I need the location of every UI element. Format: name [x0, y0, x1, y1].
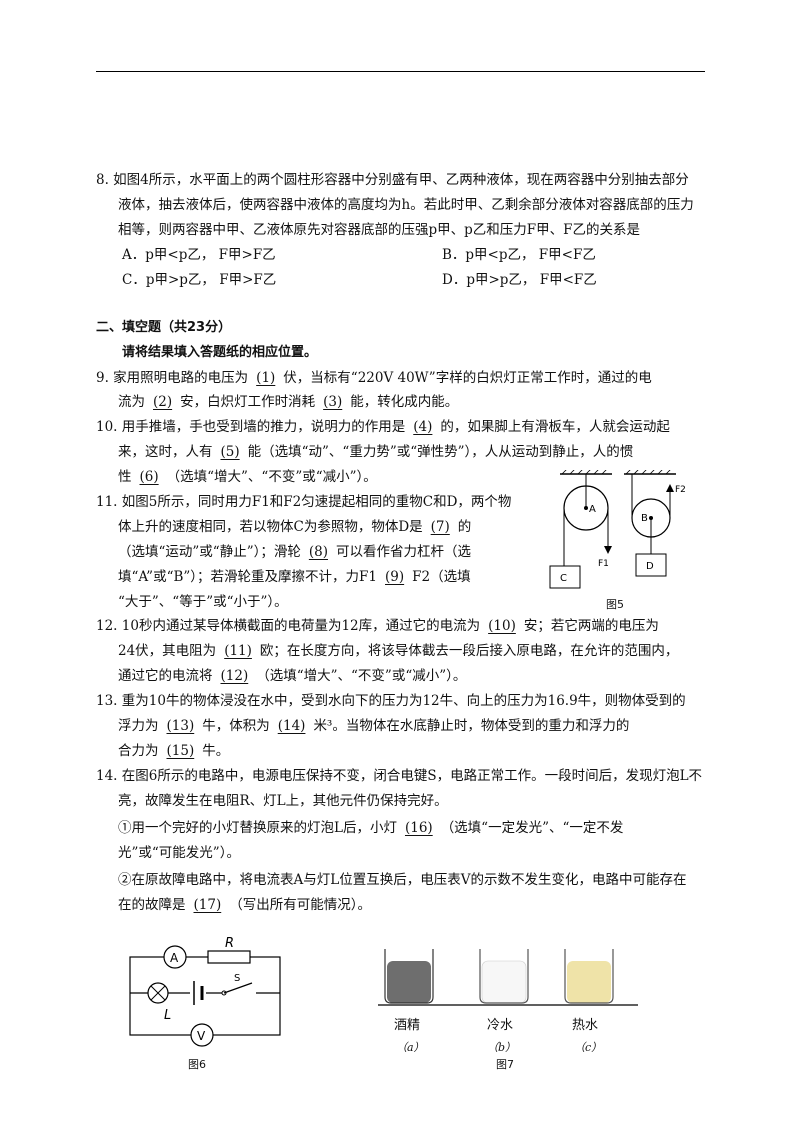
q8-option-b[interactable]: B．p甲<p乙， F甲<F乙 — [442, 247, 596, 263]
beaker-label-cold: 冷水 — [487, 1018, 514, 1033]
blank-13[interactable]: (13) — [166, 718, 195, 734]
q10-line3: 性(6)（选填“增大”、“不变”或“减小”）。 — [118, 469, 377, 485]
ammeter-icon — [163, 945, 187, 969]
beaker-hot-water — [564, 949, 614, 1004]
blank-9[interactable]: (9) — [385, 569, 405, 585]
q8-line2: 液体，抽去液体后，使两容器中液体的高度均为h。若此时甲、乙剩余部分液体对容器底部… — [118, 197, 694, 213]
beaker-label-hot: 热水 — [572, 1018, 599, 1033]
lamp-cross-2 — [150, 985, 166, 1001]
blank-8[interactable]: (8) — [308, 544, 328, 560]
q11-line2: 体上升的速度相同，若以物体C为参照物，物体D是(7)的 — [118, 519, 472, 535]
q13-line2: 浮力为(13)牛，体积为(14)米³。当物体在水底静止时，物体受到的重力和浮力的 — [118, 718, 630, 734]
liquid-alcohol — [387, 961, 431, 1003]
voltmeter-label: V — [197, 1029, 206, 1043]
pulley-a-axle — [584, 506, 588, 510]
label-d: D — [646, 561, 654, 572]
switch-gap — [222, 983, 256, 997]
label-f2: F2 — [675, 485, 686, 495]
lamp-label: L — [164, 1008, 171, 1023]
blank-7[interactable]: (7) — [430, 519, 450, 535]
beaker-sub-b: （b） — [487, 1041, 517, 1054]
section-title: 二、填空题（共23分） — [96, 320, 232, 335]
q12-line1: 12. 10秒内通过某导体横截面的电荷量为12库，通过它的电流为(10)安；若它… — [96, 618, 659, 634]
q8-line1: 8. 如图4所示，水平面上的两个圆柱形容器中分别盛有甲、乙两种液体，现在两容器中… — [96, 172, 689, 188]
q14-line1: 14. 在图6所示的电路中，电源电压保持不变，闭合电键S，电路正常工作。一段时间… — [96, 768, 703, 784]
q9-line1: 9. 家用照明电路的电压为(1)伏，当标有“220V 40W”字样的白炽灯正常工… — [96, 370, 652, 386]
beaker-alcohol — [384, 949, 434, 1004]
q13-line1: 13. 重为10牛的物体浸没在水中，受到水向下的压力为12牛、向上的压力为16.… — [96, 693, 686, 709]
label-f1: F1 — [598, 559, 609, 569]
voltmeter-icon — [190, 1023, 214, 1047]
figure-5-caption: 图5 — [606, 598, 624, 611]
blank-6[interactable]: (6) — [139, 469, 159, 485]
q14-line3: ①用一个完好的小灯替换原来的灯泡L后，小灯(16)（选填“一定发光”、“一定不发 — [118, 820, 624, 836]
q8-option-a[interactable]: A．p甲<p乙， F甲>F乙 — [122, 247, 276, 263]
block-d — [635, 553, 667, 577]
figure-7-caption: 图7 — [496, 1058, 514, 1071]
blank-1[interactable]: (1) — [256, 370, 276, 386]
q9-line2: 流为(2)安，白炽灯工作时消耗(3)能，转化成内能。 — [118, 394, 459, 410]
figure-7-beakers — [378, 949, 638, 1006]
label-a: A — [589, 504, 596, 515]
blank-5[interactable]: (5) — [220, 444, 240, 460]
beaker-c-outline — [564, 949, 614, 1004]
blank-15[interactable]: (15) — [166, 743, 195, 759]
figure-5-pulleys: A F1 C F2 B D — [549, 470, 686, 589]
q14-line5: ②在原故障电路中，将电流表A与灯L位置互换后，电压表V的示数不发生变化，电路中可… — [118, 872, 687, 888]
blank-16[interactable]: (16) — [404, 820, 433, 836]
beaker-label-alcohol: 酒精 — [394, 1018, 421, 1033]
q11-line4: 填“A”或“B”）；若滑轮重及摩擦不计，力F1(9)F2（选填 — [118, 569, 471, 585]
blank-17[interactable]: (17) — [193, 897, 222, 913]
ammeter-label: A — [170, 951, 179, 965]
q14-line6: 在的故障是(17)（写出所有可能情况）。 — [118, 897, 371, 913]
q11-line3: （选填“运动”或“静止”）；滑轮(8)可以看作省力杠杆（选 — [118, 544, 471, 560]
ceiling-a-hatch — [561, 470, 607, 475]
beaker-cold-water — [479, 949, 529, 1004]
label-b: B — [641, 513, 648, 524]
q10-line1: 10. 用手推墙，手也受到墙的推力，说明力的作用是(4)的，如果脚上有滑板车，人… — [96, 419, 670, 435]
blank-10[interactable]: (10) — [488, 618, 516, 634]
blank-4[interactable]: (4) — [413, 419, 433, 435]
header-rule — [96, 71, 705, 72]
q8-option-c[interactable]: C．p甲>p乙， F甲>F乙 — [122, 272, 277, 288]
q13-line3: 合力为(15)牛。 — [118, 743, 230, 759]
switch-label: S — [234, 973, 240, 984]
liquid-cold-water — [481, 960, 527, 1004]
blank-3[interactable]: (3) — [323, 394, 343, 410]
q11-line5: “大于”、“等于”或“小于”）。 — [118, 594, 288, 610]
q11-line1: 11. 如图5所示，同时用力F1和F2匀速提起相同的重物C和D，两个物 — [96, 494, 512, 510]
q12-line3: 通过它的电流将(12)（选填“增大”、“不变”或“减小”）。 — [118, 668, 467, 684]
liquid-hot-water — [567, 961, 611, 1003]
label-c: C — [560, 573, 567, 584]
blank-2[interactable]: (2) — [153, 394, 173, 410]
q14-line2: 亮，故障发生在电阻R、灯L上，其他元件仍保持完好。 — [118, 793, 448, 809]
ceiling-b-hatch — [625, 470, 671, 475]
q8-line3: 相等，则两容器中甲、乙液体原先对容器底部的压强p甲、p乙和压力F甲、F乙的关系是 — [118, 222, 641, 238]
blank-12[interactable]: (12) — [220, 668, 249, 684]
blank-14[interactable]: (14) — [277, 718, 306, 734]
beaker-sub-c: （c） — [574, 1041, 603, 1054]
resistor-label: R — [225, 936, 234, 951]
block-c — [549, 565, 581, 589]
resistor-icon — [207, 950, 251, 964]
switch-icon — [223, 982, 253, 994]
beaker-a-outline — [384, 949, 434, 1004]
arrow-f2 — [666, 484, 674, 492]
beaker-sub-a: （a） — [396, 1041, 425, 1054]
beaker-b-outline — [479, 949, 529, 1004]
q14-line4: 光”或“可能发光”）。 — [118, 845, 240, 861]
figure-6-caption: 图6 — [188, 1058, 206, 1071]
q8-option-d[interactable]: D．p甲>p乙， F甲<F乙 — [442, 272, 597, 288]
q12-line2: 24伏，其电阻为(11)欧；在长度方向，将该导体截去一段后接入原电路，在允许的范… — [118, 643, 679, 659]
arrow-f1 — [604, 546, 612, 554]
battery-gap — [190, 981, 206, 1005]
q10-line2: 来，这时，人有(5)能（选填“动”、“重力势”或“弹性势”），人从运动到静止，人… — [118, 444, 634, 460]
figure-6-circuit: A R L S V — [129, 936, 281, 1047]
blank-11[interactable]: (11) — [224, 643, 252, 659]
section-note: 请将结果填入答题纸的相应位置。 — [122, 345, 318, 360]
